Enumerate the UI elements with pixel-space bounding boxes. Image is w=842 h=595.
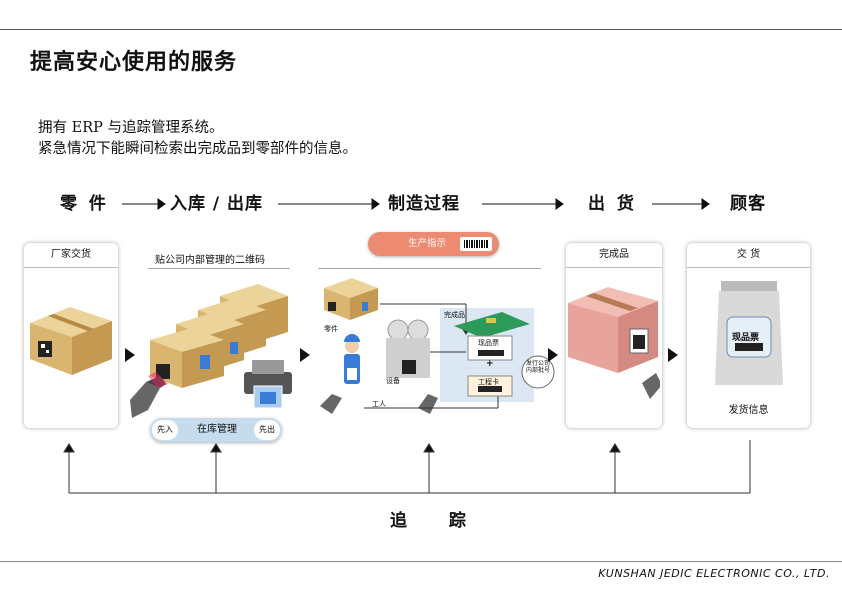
- inventory-management-pill: 先入 在库管理 先出: [150, 418, 282, 442]
- company-footer: KUNSHAN JEDIC ELECTRONIC CO., LTD.: [598, 567, 830, 580]
- parts-small-label: 零件: [324, 325, 338, 333]
- warehouse-caption: 贴公司内部管理的二维码: [155, 255, 265, 266]
- equipment-label: 设备: [386, 377, 400, 385]
- worker-label: 工人: [372, 400, 386, 408]
- parts-card-label: 厂家交货: [24, 243, 118, 268]
- lot-issue-label: 发行公司内部批号: [525, 360, 550, 374]
- finished-box-icon: [568, 287, 660, 399]
- fifo-out-badge: 先出: [254, 420, 280, 440]
- manufacturing-divider: [318, 268, 541, 269]
- top-rule: [0, 29, 842, 30]
- cert-label: 现品票: [478, 339, 499, 347]
- intro-line-2: 紧急情况下能瞬间检索出完成品到零部件的信息。: [38, 141, 357, 157]
- stage-warehouse: 入库 / 出库: [170, 194, 264, 214]
- trace-lines: [63, 440, 751, 494]
- finished-small-label: 完成品: [444, 311, 465, 319]
- parts-box-icon: [30, 307, 112, 375]
- stage-parts: 零 件: [60, 194, 109, 214]
- bottom-rule: [0, 561, 842, 562]
- parts-card: 厂家交货: [24, 243, 118, 428]
- plus-sign: +: [486, 359, 494, 369]
- shipping-info-label: 发货信息: [728, 405, 769, 416]
- instruction-barcode-icon: [460, 237, 492, 251]
- page-title: 提高安心使用的服务: [30, 50, 238, 75]
- flow-arrows: [125, 348, 678, 362]
- finished-card-label: 完成品: [566, 243, 662, 268]
- stage-manufacturing: 制造过程: [388, 194, 460, 214]
- work-card-label: 工程卡: [478, 378, 499, 386]
- printer-icon: [244, 360, 292, 409]
- fifo-in-badge: 先入: [152, 420, 178, 440]
- manufacturing-illustration: [320, 278, 555, 414]
- delivery-bag-icon: [715, 281, 783, 385]
- intro-line-1: 拥有 ERP 与追踪管理系统。: [38, 120, 224, 136]
- warehouse-illustration: [130, 284, 292, 418]
- finished-card: 完成品: [566, 243, 662, 428]
- scanner-icon: [130, 372, 168, 418]
- production-instruction-pill: 生产指示: [368, 232, 499, 256]
- warehouse-boxes: [150, 284, 288, 388]
- bag-cert-label: 现品票: [732, 333, 760, 343]
- warehouse-divider: [148, 268, 290, 269]
- stage-arrows: [122, 198, 710, 210]
- stage-customer: 顾客: [730, 194, 766, 214]
- production-instruction-label: 生产指示: [408, 238, 447, 249]
- delivery-card-label: 交 货: [687, 243, 810, 268]
- delivery-card: 交 货 现品票 发货信息: [687, 243, 810, 428]
- stage-shipping: 出 货: [588, 194, 637, 214]
- trace-label: 追 踪: [390, 511, 484, 531]
- inventory-label: 在库管理: [197, 424, 237, 435]
